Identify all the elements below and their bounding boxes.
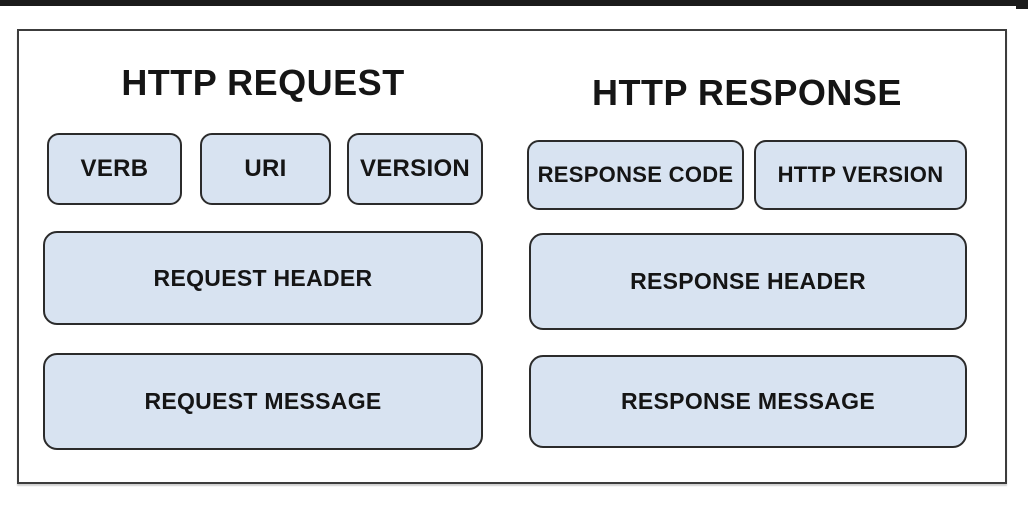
http-request-title: HTTP REQUEST [121,62,405,103]
response-code-box: RESPONSE CODE [527,140,744,210]
version-box: VERSION [347,133,483,205]
verb-box: VERB [47,133,182,205]
http-version-box: HTTP VERSION [754,140,967,210]
request-message-box: REQUEST MESSAGE [43,353,483,450]
response-message-box: RESPONSE MESSAGE [529,355,967,448]
http-response-title: HTTP RESPONSE [592,72,902,113]
top-bar [0,0,1028,6]
top-bar-notch [1016,0,1028,9]
uri-box: URI [200,133,331,205]
request-header-box: REQUEST HEADER [43,231,483,325]
response-header-box: RESPONSE HEADER [529,233,967,330]
